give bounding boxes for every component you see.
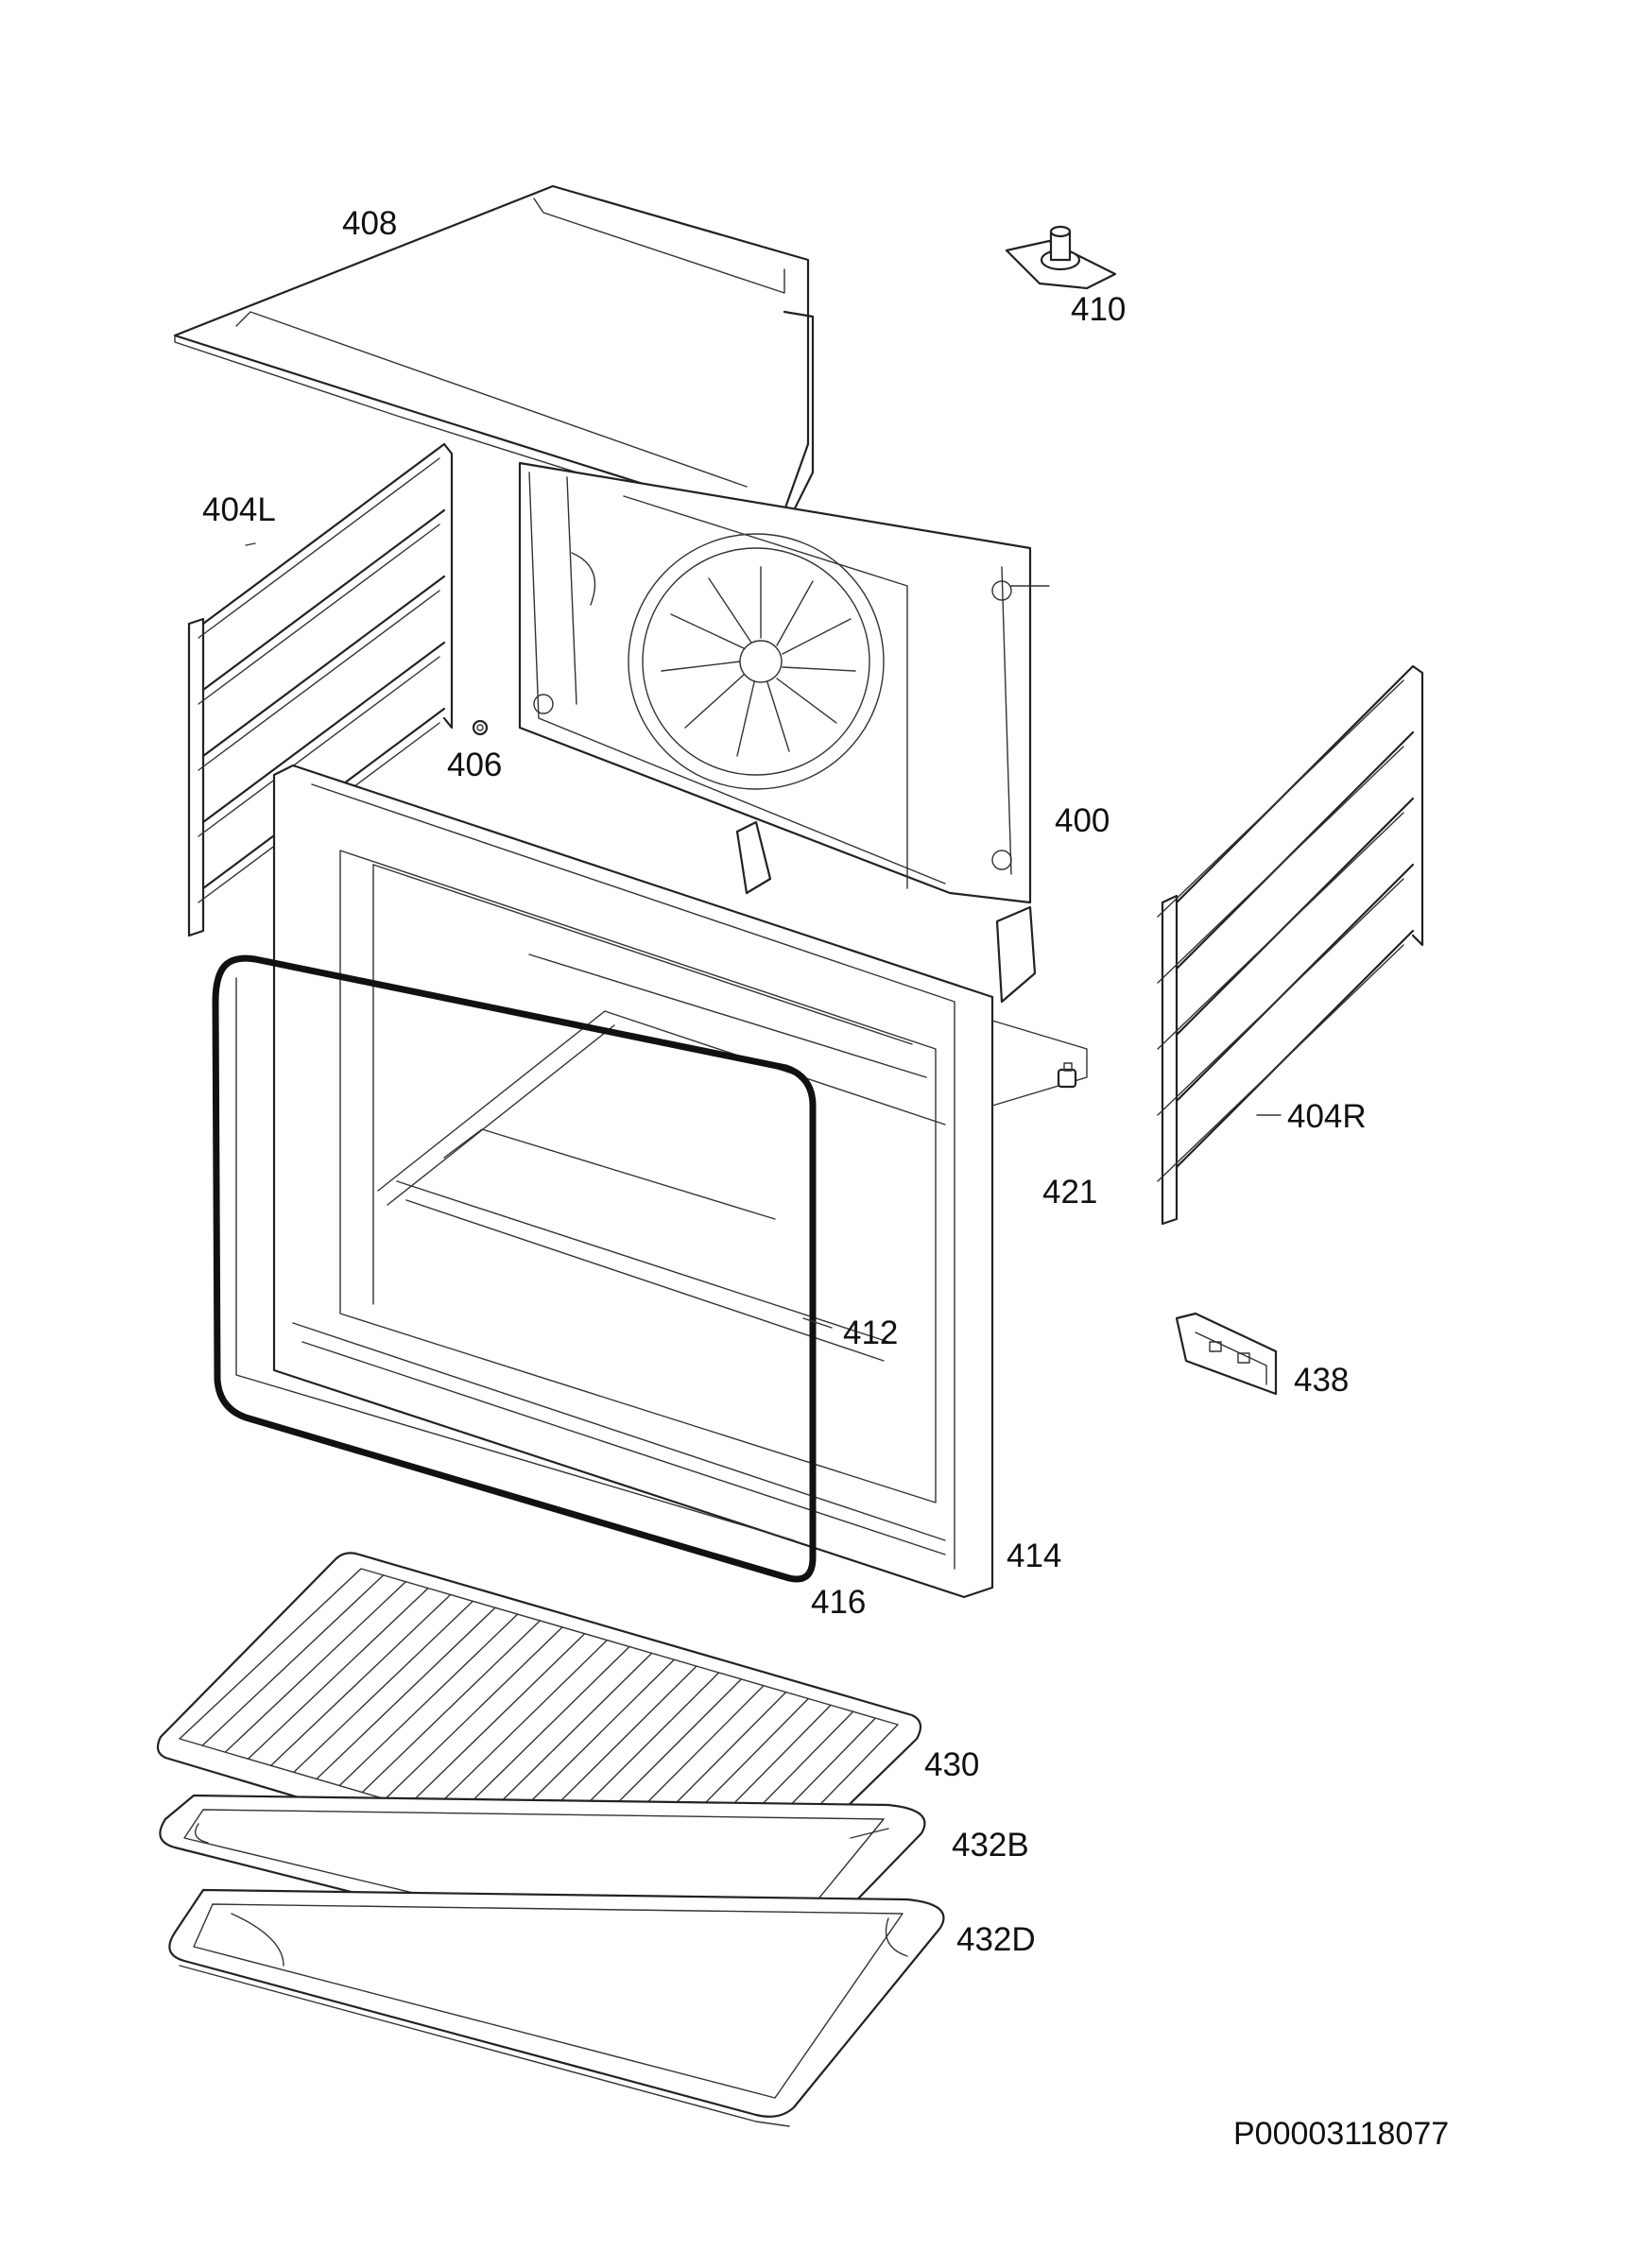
document-id: P00003118077 (1233, 2116, 1450, 2152)
shelf-wire (430, 1639, 609, 1813)
callout-432B: 432B (952, 1827, 1029, 1864)
shelf-wire (224, 1581, 407, 1753)
callout-416: 416 (811, 1584, 867, 1621)
callout-404R: 404R (1287, 1098, 1367, 1135)
part-416-door-gasket (212, 954, 817, 1583)
callout-404L: 404L (202, 491, 276, 528)
shelf-wire (406, 1633, 586, 1807)
part-438-bracket (1175, 1312, 1278, 1396)
shelf-wire (475, 1652, 653, 1827)
shelf-wire (293, 1600, 474, 1774)
callout-421: 421 (1042, 1174, 1098, 1211)
part-404L-left-rack (187, 442, 454, 937)
part-421-clip (1057, 1062, 1077, 1089)
part-400-back-panel (518, 461, 1032, 904)
part-406-nut (472, 719, 489, 736)
callout-414: 414 (1007, 1538, 1062, 1574)
shelf-wire (269, 1593, 452, 1767)
shelf-wire (316, 1606, 496, 1780)
part-404R-right-rack (1157, 664, 1424, 1226)
shelf-wire (453, 1645, 630, 1820)
part-432D-deep-tray (168, 1888, 945, 2127)
callout-438: 438 (1294, 1362, 1350, 1399)
callout-432D: 432D (956, 1921, 1036, 1958)
callout-430: 430 (924, 1746, 980, 1783)
callout-410: 410 (1071, 291, 1127, 328)
shelf-wire (201, 1574, 385, 1746)
shelf-wire (247, 1587, 429, 1760)
leader-lines (245, 542, 1282, 1116)
callout-412: 412 (843, 1314, 899, 1351)
shelf-wire (361, 1620, 542, 1794)
part-408-top-cover (173, 184, 815, 540)
shelf-wire (338, 1613, 519, 1787)
callout-400: 400 (1055, 802, 1110, 839)
callout-408: 408 (342, 205, 398, 242)
callout-406: 406 (447, 747, 503, 783)
shelf-wire (384, 1626, 563, 1800)
part-412-shelf-area (802, 1317, 833, 1329)
part-410-sensor (1005, 225, 1117, 290)
